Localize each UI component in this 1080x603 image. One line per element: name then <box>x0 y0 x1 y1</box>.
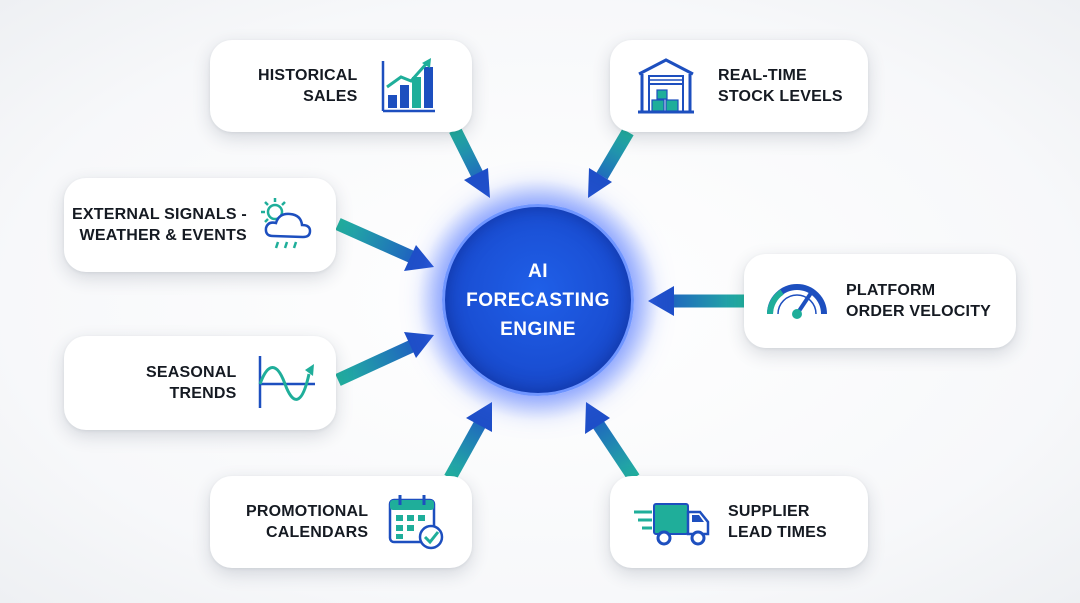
sine-wave-icon <box>258 356 315 408</box>
arrow-supplier-lead-times <box>585 402 640 482</box>
speedometer-icon <box>767 284 827 319</box>
ai-forecasting-engine-node: AI FORECASTING ENGINE <box>442 204 634 396</box>
engine-title: AI FORECASTING ENGINE <box>466 260 610 340</box>
delivery-truck-icon <box>634 503 710 546</box>
warehouse-icon <box>638 58 694 114</box>
input-label-platform-velocity: PLATFORM ORDER VELOCITY <box>846 282 992 320</box>
input-label-seasonal-trends: SEASONAL TRENDS <box>146 364 237 402</box>
input-label-promotional-calendars: PROMOTIONAL CALENDARS <box>246 503 369 541</box>
input-label-supplier-lead-times: SUPPLIER LEAD TIMES <box>728 503 827 541</box>
arrow-platform-velocity <box>648 286 744 316</box>
weather-icon <box>260 198 312 249</box>
input-card-supplier-lead-times: SUPPLIER LEAD TIMES <box>610 476 868 568</box>
arrow-promotional-calendars <box>444 402 492 482</box>
input-label-real-time-stock: REAL-TIME STOCK LEVELS <box>718 67 843 105</box>
input-label-historical-sales: HISTORICAL SALES <box>258 67 358 105</box>
arrow-real-time-stock <box>588 128 634 198</box>
calendar-check-icon <box>388 495 444 550</box>
arrow-external-signals <box>335 218 434 271</box>
input-card-real-time-stock: REAL-TIME STOCK LEVELS <box>610 40 868 132</box>
input-card-historical-sales: HISTORICAL SALES <box>210 40 472 132</box>
arrow-historical-sales <box>449 127 490 198</box>
input-card-external-signals: EXTERNAL SIGNALS - WEATHER & EVENTS <box>64 178 336 272</box>
input-card-seasonal-trends: SEASONAL TRENDS <box>64 336 336 430</box>
input-card-platform-velocity: PLATFORM ORDER VELOCITY <box>744 254 1016 348</box>
input-card-promotional-calendars: PROMOTIONAL CALENDARS <box>210 476 472 568</box>
bar-chart-growth-icon <box>382 58 436 113</box>
arrow-seasonal-trends <box>335 332 434 386</box>
input-label-external-signals: EXTERNAL SIGNALS - WEATHER & EVENTS <box>72 206 247 244</box>
